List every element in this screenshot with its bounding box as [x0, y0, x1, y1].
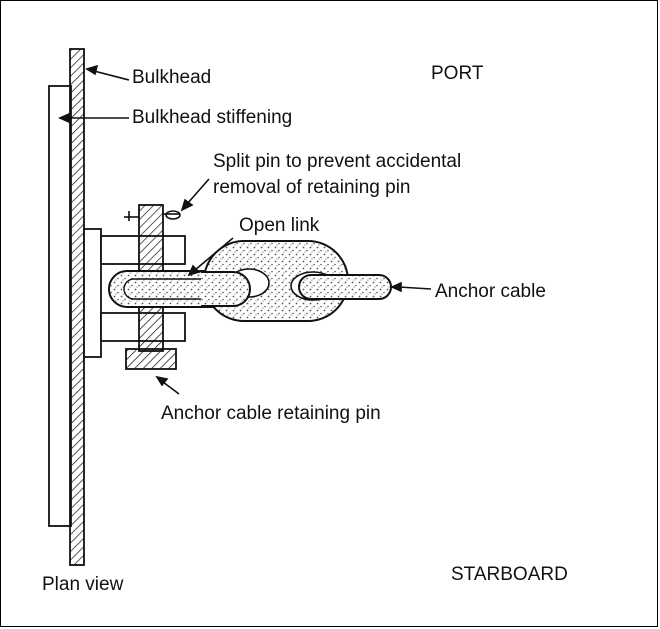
label-plan-view: Plan view — [42, 574, 124, 595]
label-anchor-cable: Anchor cable — [435, 281, 546, 302]
anchor-cable — [298, 274, 392, 300]
open-link-end — [201, 271, 251, 307]
retaining-pin-head — [125, 348, 177, 370]
label-port: PORT — [431, 63, 484, 84]
label-starboard: STARBOARD — [451, 564, 568, 585]
label-bulkhead: Bulkhead — [132, 67, 212, 88]
bulkhead-plate — [69, 48, 85, 566]
split-pin — [124, 210, 181, 221]
label-split-pin-line1: Split pin to prevent accidental — [213, 151, 462, 172]
leader-lines — [58, 64, 432, 395]
bulkhead-stiffening-plate — [48, 85, 72, 527]
label-bulkhead-stiffening: Bulkhead stiffening — [132, 107, 293, 128]
bracket-base-plate — [83, 228, 102, 358]
label-retaining-pin: Anchor cable retaining pin — [161, 403, 381, 424]
label-open-link: Open link — [239, 215, 320, 236]
label-split-pin-line2: removal of retaining pin — [213, 177, 411, 198]
